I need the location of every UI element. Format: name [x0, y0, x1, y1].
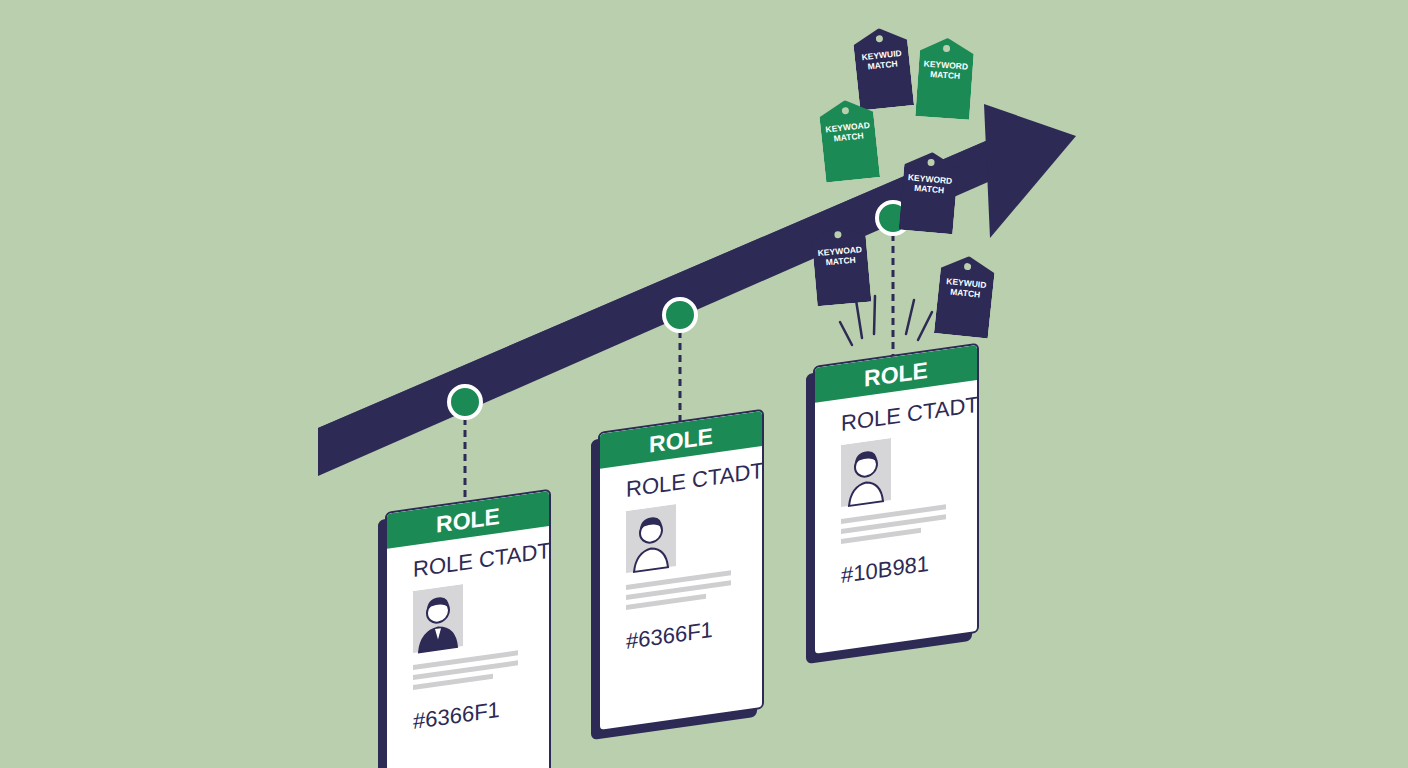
color-code: #6366F1	[387, 684, 549, 749]
role-card: ROLEROLE CTADT#10B981	[813, 343, 979, 656]
role-card: ROLEROLE CTADT#6366F1	[385, 489, 551, 768]
avatar-photo	[626, 496, 736, 623]
avatar-photo	[413, 576, 523, 703]
tag-hole	[834, 231, 842, 239]
keyword-tag: KEYWUID MATCH	[934, 253, 996, 338]
tag-hole	[927, 159, 935, 167]
color-code: #6366F1	[600, 604, 762, 669]
tag-label: KEYWOAD MATCH	[816, 244, 866, 268]
role-card: ROLEROLE CTADT#6366F1	[598, 409, 764, 732]
avatar-photo	[841, 430, 951, 557]
tag-label: KEYWUID MATCH	[857, 48, 907, 73]
tag-label: KEYWOAD MATCH	[823, 120, 873, 145]
keyword-tag: KEYWOAD MATCH	[818, 97, 880, 182]
timeline-bar	[318, 140, 988, 476]
tag-label: KEYWORD MATCH	[905, 172, 955, 196]
tag-hole	[964, 263, 972, 271]
keyword-tag: KEYWORD MATCH	[915, 36, 974, 120]
tag-hole	[842, 107, 850, 115]
tag-hole	[876, 35, 884, 43]
impact-lines	[840, 296, 932, 345]
keyword-tag: KEYWORD MATCH	[899, 150, 960, 234]
arrow-head	[984, 104, 1076, 238]
tag-label: KEYWUID MATCH	[941, 276, 991, 301]
keyword-tag: KEYWOAD MATCH	[811, 222, 872, 306]
keyword-tag: KEYWUID MATCH	[852, 25, 914, 110]
color-code: #10B981	[815, 538, 977, 603]
tag-label: KEYWORD MATCH	[921, 58, 970, 82]
tag-hole	[943, 45, 950, 52]
